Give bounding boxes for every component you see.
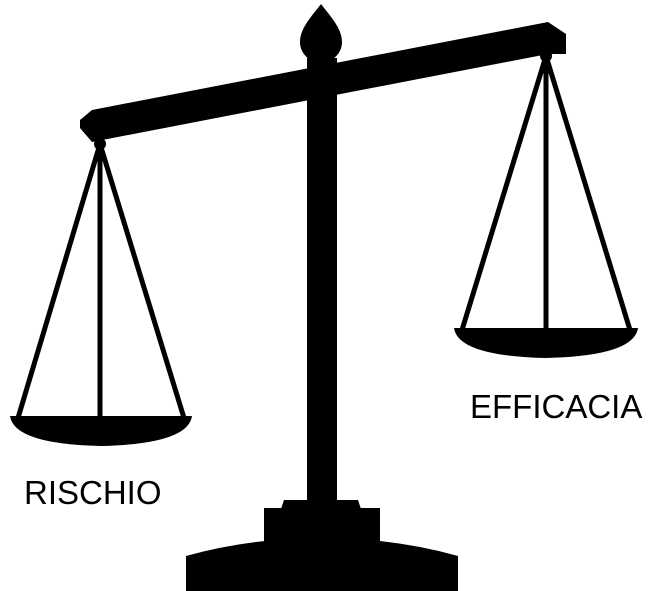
right-pan-label: EFFICACIA bbox=[470, 388, 643, 425]
left-pan-hook bbox=[94, 138, 106, 150]
left-pan-strings bbox=[15, 143, 187, 419]
scale-finial bbox=[300, 4, 342, 64]
scale-pillar bbox=[307, 58, 337, 504]
right-pan-strings bbox=[459, 55, 633, 331]
right-pan-dish bbox=[454, 328, 638, 358]
right-pan-hook bbox=[540, 50, 552, 62]
scale-base-bottom bbox=[186, 538, 458, 591]
left-pan-dish bbox=[10, 416, 192, 446]
left-pan-label: RISCHIO bbox=[24, 474, 162, 511]
